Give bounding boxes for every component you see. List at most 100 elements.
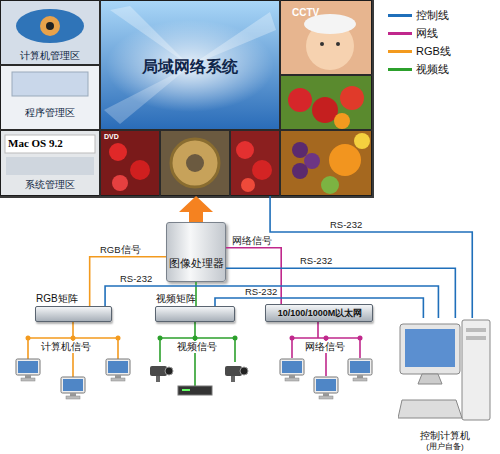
video-wall: 局域网络系统计算机管理区程序管理区Mac OS 9.2系统管理区CCTV [0, 0, 372, 196]
os-banner [5, 135, 95, 153]
rgb-wire [28, 322, 118, 378]
baby-face [306, 22, 354, 70]
baby-tile [281, 1, 371, 75]
signal-label: 视频信号 [176, 341, 218, 353]
video-matrix: 视频矩阵 [155, 306, 235, 322]
grape [292, 163, 308, 179]
fruit [241, 178, 255, 192]
computer-icon [348, 359, 372, 381]
node-text: 程序管理区 [0, 107, 100, 119]
fruit [252, 160, 272, 180]
monitor-stand [418, 374, 442, 384]
rgb-wiring [16, 322, 130, 399]
edge-label: RS-232 [300, 256, 332, 266]
junction-dot [158, 336, 163, 341]
tile-background [1, 131, 99, 195]
control-computer: 控制计算机(用户自备) [398, 318, 492, 428]
light-ray [110, 6, 190, 66]
junction-dot [193, 336, 198, 341]
drive-bay [466, 336, 486, 340]
edge-label: RS-232 [330, 220, 362, 230]
legend-swatch [388, 32, 412, 35]
computer-icon [280, 359, 304, 381]
image-processor: 图像处理器 [166, 222, 226, 282]
video-wiring [150, 322, 248, 395]
fruit [334, 113, 350, 129]
edge-label: 网络信号 [232, 236, 272, 246]
lock-dial [171, 139, 219, 187]
node-text: 图像处理器 [163, 257, 229, 269]
video-wall-imagery [0, 0, 372, 196]
light-ray [190, 12, 276, 66]
baby-eye [336, 42, 340, 46]
legend-item: RGB线 [388, 44, 498, 58]
grape [292, 142, 308, 158]
fruit [312, 97, 338, 123]
wall-backdrop [0, 0, 372, 196]
keyboard [398, 400, 462, 418]
junction-dot [358, 336, 363, 341]
legend-swatch [388, 68, 412, 71]
computer-icon [61, 377, 85, 399]
screen-tile: Mac OS 9.2 系统管理区 [0, 130, 100, 196]
network-wire [292, 322, 360, 376]
junction-dot [71, 336, 76, 341]
camera-icon [150, 366, 173, 382]
legend-item: 控制线 [388, 8, 498, 22]
signal-label: 网络信号 [304, 341, 346, 353]
computer-icon [314, 377, 338, 399]
signal-line [270, 196, 472, 318]
fruit [288, 88, 312, 112]
eye-pupil [46, 22, 54, 30]
network-wiring [280, 322, 372, 399]
tile-grid [0, 0, 372, 196]
node-text: 视频矩阵 [156, 293, 196, 305]
network-tile [101, 1, 279, 129]
window-icon [12, 72, 88, 96]
monitor-body [400, 324, 460, 374]
computer-icon [106, 359, 130, 381]
edge-label: RS-232 [245, 287, 277, 297]
legend-item: 视频线 [388, 62, 498, 76]
tile-background [1, 66, 99, 129]
junction-dot [233, 336, 238, 341]
legend-text: 视频线 [416, 62, 449, 76]
node-text: Mac OS 9.2 [8, 137, 96, 150]
junction-dot [116, 336, 121, 341]
fruit-tile [281, 131, 371, 195]
signal-line [195, 282, 197, 306]
fruit [321, 176, 339, 194]
edge-label: RGB信号 [100, 245, 141, 255]
dvd-player [178, 386, 212, 395]
node-text: RGB矩阵 [36, 293, 96, 305]
junction-dot [26, 336, 31, 341]
video-wire [160, 322, 235, 386]
computer-outline [398, 318, 492, 428]
signal-line [226, 248, 281, 304]
fruit [109, 143, 127, 161]
rgb-matrix: RGB矩阵 [35, 306, 112, 322]
fruit [354, 133, 370, 149]
screen-tile: 程序管理区 [0, 65, 100, 130]
ethernet-switch: 10/100/1000M以太网 [265, 304, 373, 322]
legend-swatch [388, 14, 412, 17]
edge-label: RS-232 [120, 274, 152, 284]
legend-text: 控制线 [416, 8, 449, 22]
fruit [340, 86, 364, 110]
fruit-tile [281, 76, 371, 129]
drive-bay [466, 328, 486, 332]
lock-center [186, 154, 204, 172]
camera-icon [225, 366, 248, 382]
junction-dot [324, 336, 329, 341]
screen-tile: 计算机管理区 [0, 0, 100, 65]
fruit [130, 160, 150, 180]
os-panel [6, 157, 94, 175]
node-text: 系统管理区 [0, 179, 100, 191]
fruit [112, 175, 128, 191]
lock-tile [161, 131, 229, 195]
tower-case [462, 320, 490, 420]
computer-icon [16, 359, 40, 381]
dvd-light [182, 389, 190, 391]
signal-label: DVD [104, 133, 119, 141]
signal-line [90, 257, 166, 306]
